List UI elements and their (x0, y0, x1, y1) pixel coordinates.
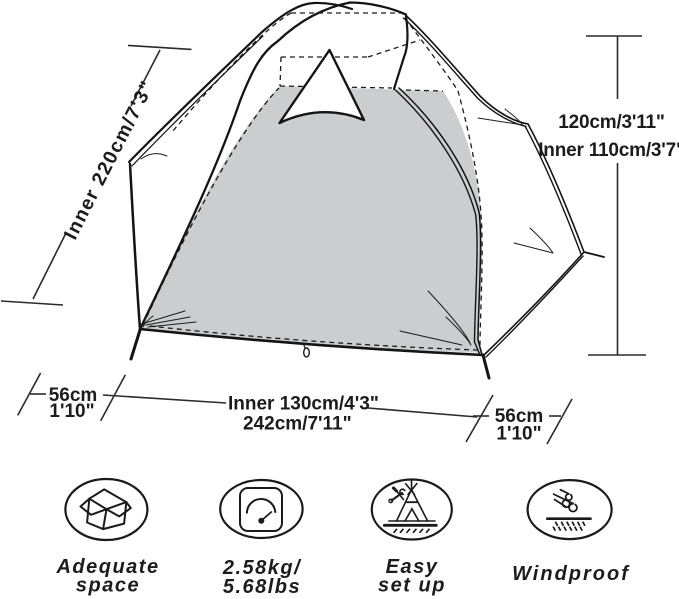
svg-text:1'10": 1'10" (496, 424, 541, 445)
svg-text:Inner 130cm/4'3": Inner 130cm/4'3" (228, 394, 379, 415)
svg-text:56cm: 56cm (49, 385, 98, 406)
svg-text:120cm/3'11": 120cm/3'11" (558, 112, 664, 133)
svg-text:242cm/7'11": 242cm/7'11" (243, 414, 352, 435)
svg-text:set up: set up (378, 575, 446, 597)
svg-text:Inner 110cm/3'7": Inner 110cm/3'7" (538, 140, 679, 161)
svg-text:Windproof: Windproof (512, 563, 630, 585)
svg-text:1'10": 1'10" (49, 401, 94, 422)
svg-text:5.68lbs: 5.68lbs (223, 576, 301, 598)
svg-text:Easy: Easy (386, 556, 439, 578)
svg-text:space: space (76, 575, 140, 597)
svg-text:2.58kg/: 2.58kg/ (222, 557, 302, 579)
svg-text:Adequate: Adequate (55, 556, 159, 578)
svg-text:56cm: 56cm (495, 406, 544, 427)
